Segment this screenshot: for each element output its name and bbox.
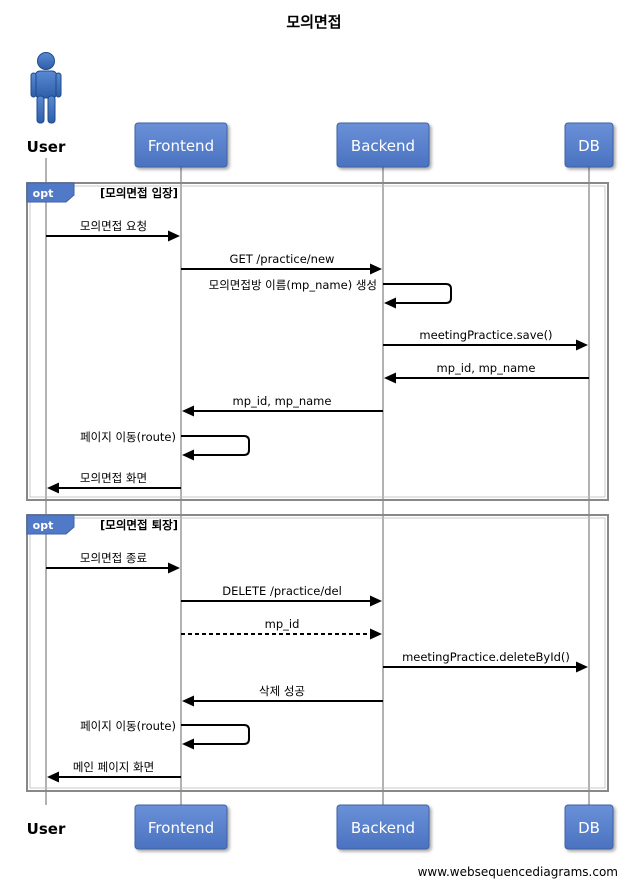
messages: 모의면접 요청 GET /practice/new 모의면접방 이름(mp_name… xyxy=(46,219,589,783)
arrowhead xyxy=(370,263,382,275)
arrowhead xyxy=(370,595,382,607)
fragment-operator-tab xyxy=(26,182,75,203)
message-arrow: DELETE /practice/del xyxy=(181,584,382,607)
message-arrow: 모의면접 종료 xyxy=(46,551,180,574)
message-label: mp_id, mp_name xyxy=(233,394,332,408)
message-arrow: mp_id xyxy=(181,617,382,640)
opt-fragment-2: opt [모의면접 퇴장] xyxy=(26,514,609,792)
fragment-operator-tab xyxy=(26,514,75,535)
message-arrow: 모의면접 화면 xyxy=(47,471,181,494)
backend-participant-label-top: Backend xyxy=(351,137,415,155)
message-label: meetingPractice.deleteById() xyxy=(402,650,570,664)
fragment-frames: opt [모의면접 입장] opt [모의면접 퇴장] xyxy=(26,182,609,792)
message-arrow: 페이지 이동(route) xyxy=(80,719,250,750)
diagram-title: 모의면접 xyxy=(286,13,341,31)
participants-top: User Frontend Backend DB xyxy=(27,52,614,168)
frontend-participant-label-top: Frontend xyxy=(148,137,214,155)
message-label: DELETE /practice/del xyxy=(222,584,342,598)
message-label: 삭제 성공 xyxy=(259,684,305,698)
watermark: www.websequencediagrams.com xyxy=(418,865,618,879)
message-arrow: mp_id, mp_name xyxy=(182,394,383,417)
message-arrow: meetingPractice.save() xyxy=(383,328,588,351)
message-label: 모의면접 요청 xyxy=(80,219,147,233)
message-arrow: 모의면접방 이름(mp_name) 생성 xyxy=(209,278,452,309)
db-participant-top: DB xyxy=(564,122,614,168)
backend-participant-label-bottom: Backend xyxy=(351,819,415,837)
message-label: mp_id xyxy=(265,617,300,631)
user-actor-icon xyxy=(30,52,62,124)
fragment-operator: opt xyxy=(33,519,54,532)
message-label: meetingPractice.save() xyxy=(419,328,552,342)
fragment-condition: [모의면접 퇴장] xyxy=(100,518,178,532)
message-label: mp_id, mp_name xyxy=(437,361,536,375)
message-label: 페이지 이동(route) xyxy=(80,430,176,444)
arrowhead xyxy=(384,297,396,309)
arrowhead xyxy=(182,449,194,461)
message-arrow: mp_id, mp_name xyxy=(384,361,589,384)
message-label: 메인 페이지 화면 xyxy=(73,760,154,774)
message-label: GET /practice/new xyxy=(230,252,335,266)
participants-bottom: User Frontend Backend DB xyxy=(27,804,614,850)
arrowhead xyxy=(168,562,180,574)
message-label: 페이지 이동(route) xyxy=(80,719,176,733)
message-arrow: 모의면접 요청 xyxy=(46,219,180,242)
backend-participant-top: Backend xyxy=(336,122,430,168)
fragment-operator: opt xyxy=(33,187,54,200)
message-arrow: 페이지 이동(route) xyxy=(80,430,250,461)
message-arrow: GET /practice/new xyxy=(181,252,382,275)
arrowhead xyxy=(182,695,194,707)
message-label: 모의면접 화면 xyxy=(80,471,147,485)
arrowhead xyxy=(576,339,588,351)
arrowhead xyxy=(168,230,180,242)
db-participant-label-bottom: DB xyxy=(578,819,600,837)
arrowhead xyxy=(47,771,59,783)
arrowhead xyxy=(182,738,194,750)
frontend-participant-bottom: Frontend xyxy=(134,804,228,850)
frontend-participant-label-bottom: Frontend xyxy=(148,819,214,837)
user-actor-label-top: User xyxy=(27,138,66,156)
message-arrow: meetingPractice.deleteById() xyxy=(383,650,588,673)
opt-fragment-1: opt [모의면접 입장] xyxy=(26,182,609,501)
fragment-condition: [모의면접 입장] xyxy=(100,186,178,200)
lifelines xyxy=(45,158,590,805)
db-participant-bottom: DB xyxy=(564,804,614,850)
frontend-participant-top: Frontend xyxy=(134,122,228,168)
backend-participant-bottom: Backend xyxy=(336,804,430,850)
arrowhead xyxy=(576,661,588,673)
message-label: 모의면접 종료 xyxy=(80,551,147,565)
message-arrow: 삭제 성공 xyxy=(182,684,383,707)
user-actor-label-bottom: User xyxy=(27,820,66,838)
arrowhead xyxy=(182,405,194,417)
arrowhead xyxy=(384,372,396,384)
message-label: 모의면접방 이름(mp_name) 생성 xyxy=(209,278,377,292)
message-arrow: 메인 페이지 화면 xyxy=(47,760,181,783)
db-participant-label-top: DB xyxy=(578,137,600,155)
arrowhead xyxy=(370,628,382,640)
arrowhead xyxy=(47,482,59,494)
